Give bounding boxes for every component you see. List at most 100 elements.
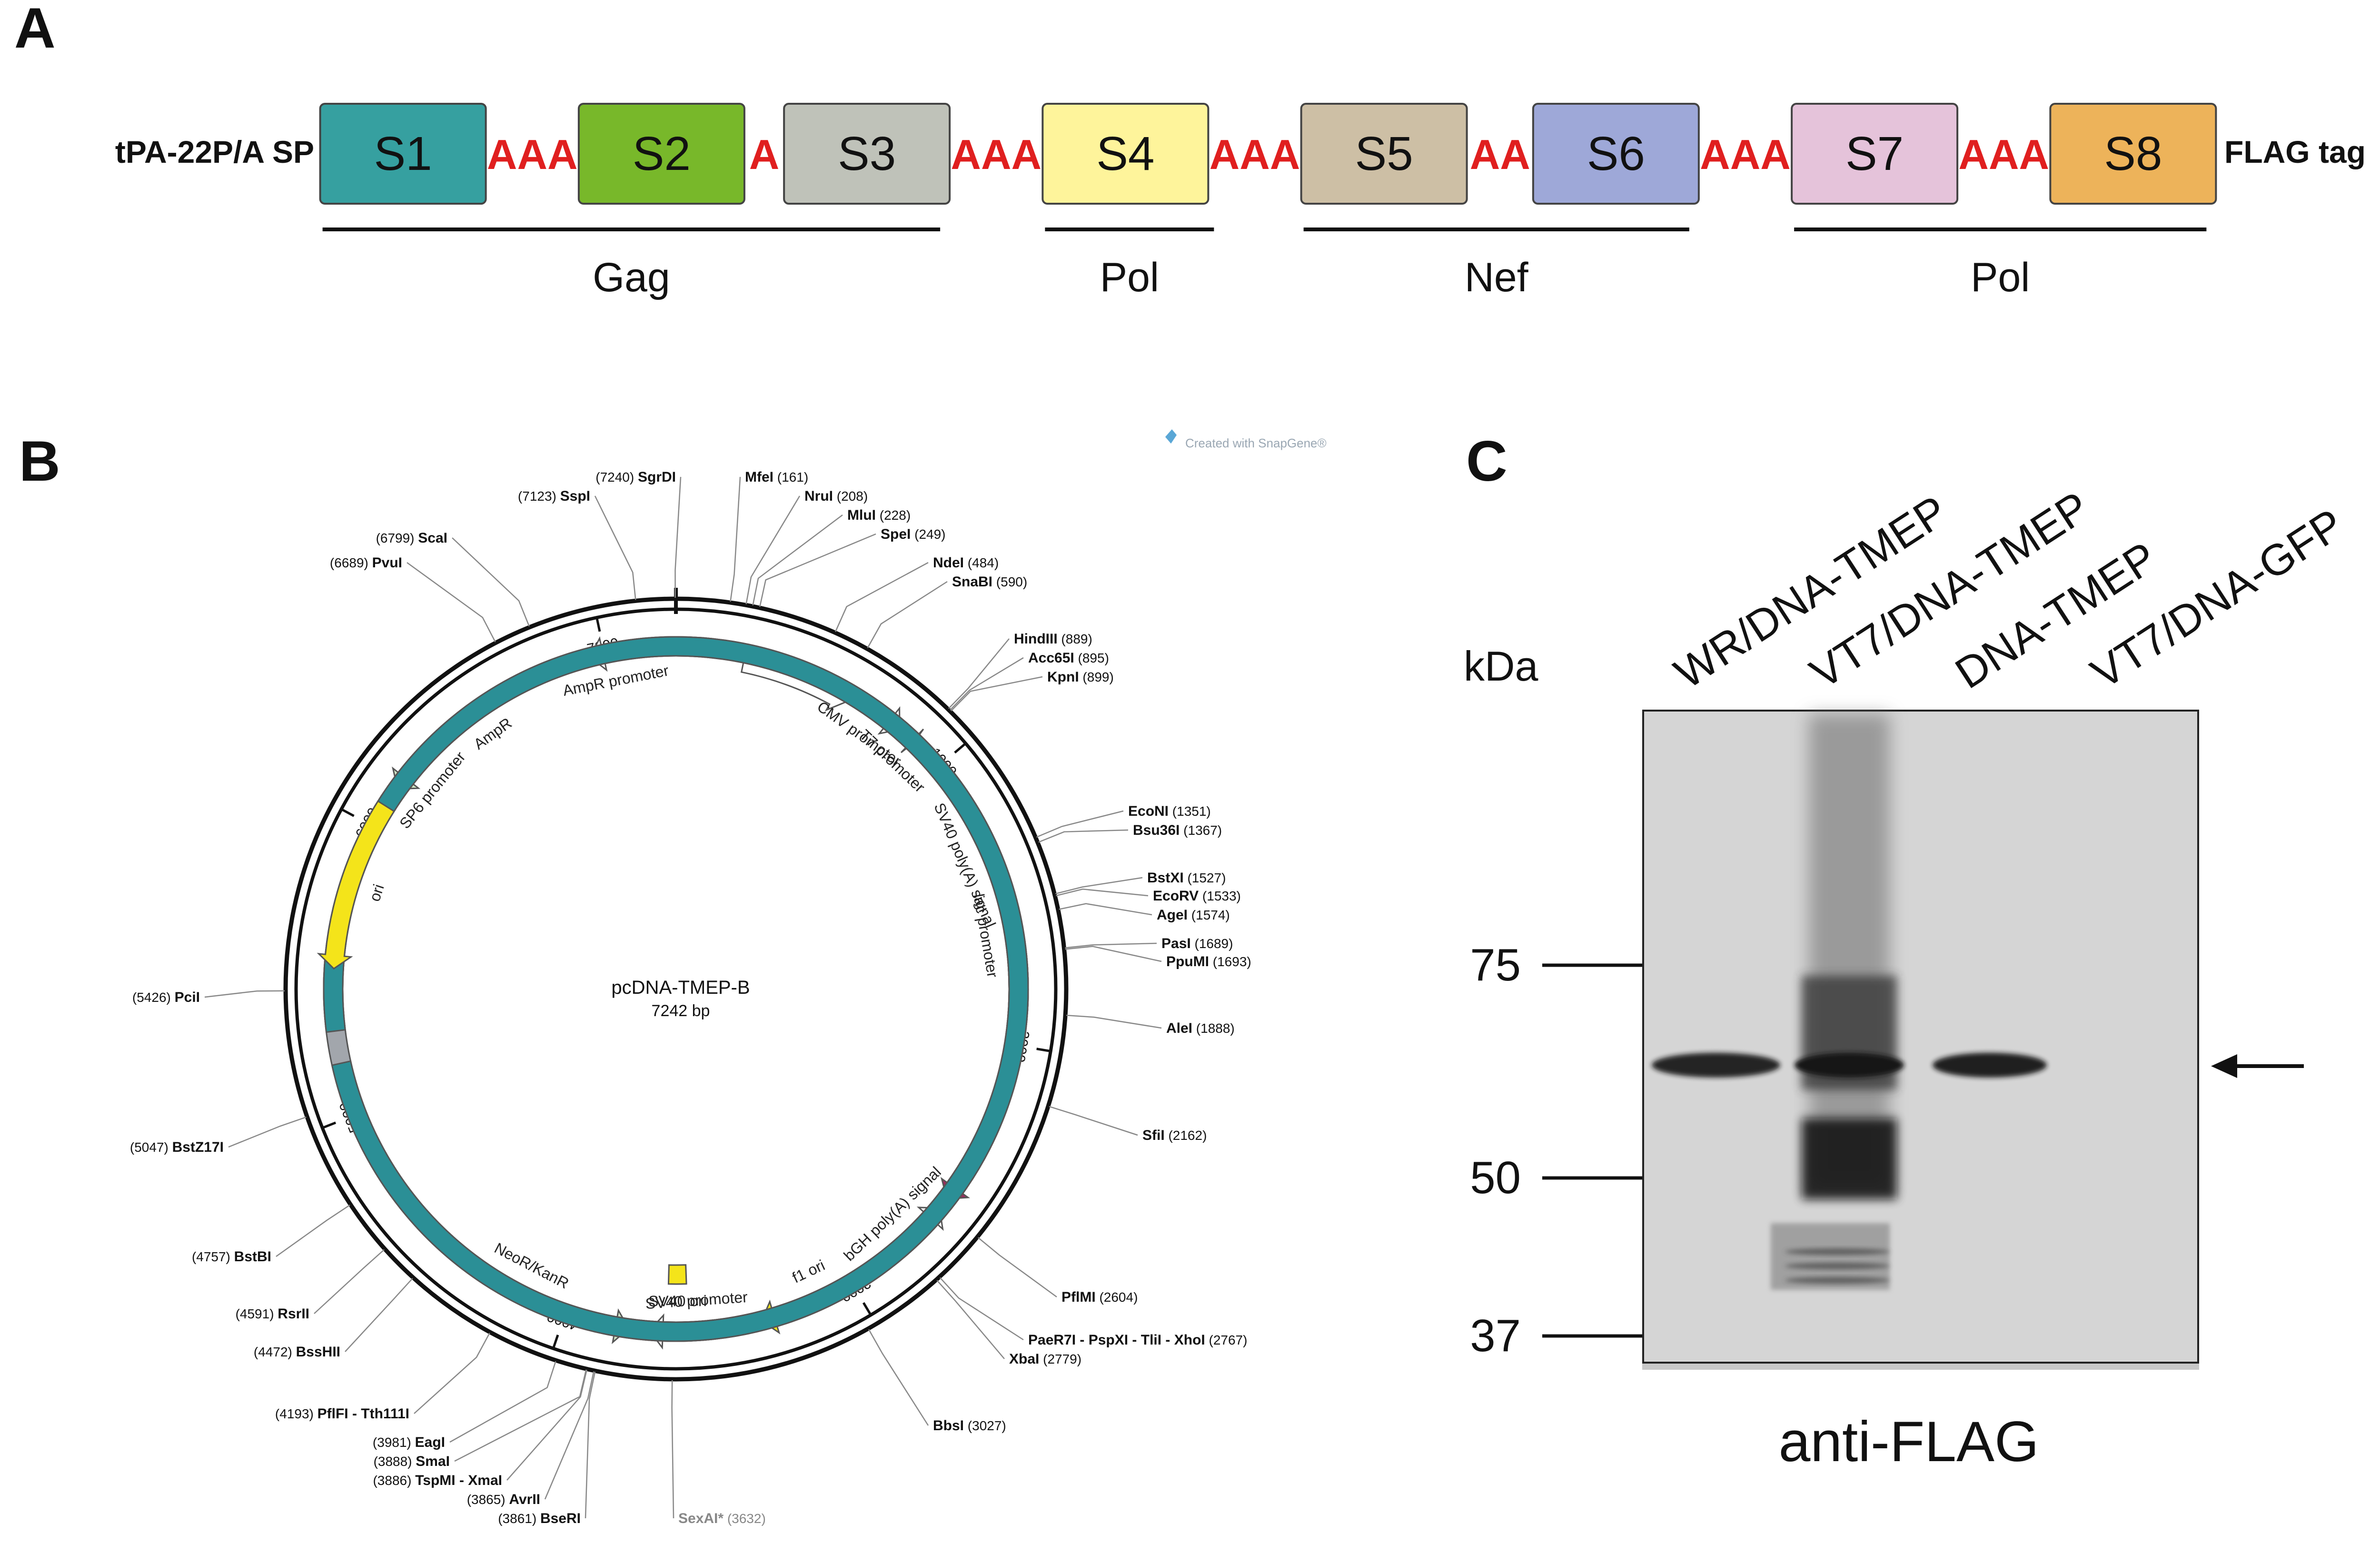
snapgene-watermark: Created with SnapGene®	[1185, 436, 1327, 450]
faint-band	[1785, 1248, 1890, 1255]
restriction-site-label: (3981) EagI	[373, 1434, 445, 1450]
site-leader	[1049, 1106, 1138, 1136]
site-leader	[1055, 888, 1149, 897]
restriction-site-label: MluI (228)	[847, 507, 911, 523]
tick-mark	[322, 1121, 337, 1129]
site-leader	[951, 676, 1043, 712]
restriction-site-label: (3865) AvrII	[467, 1492, 540, 1507]
faint-band	[1785, 1263, 1890, 1269]
restriction-site-label: PpuMI (1693)	[1166, 954, 1251, 969]
segment-box-s8	[2049, 103, 2217, 205]
site-leader	[936, 1280, 1005, 1359]
linker-label: AAA	[487, 131, 578, 178]
site-leader	[314, 1249, 385, 1314]
restriction-site-label: PasI (1689)	[1161, 936, 1233, 951]
site-leader	[1038, 829, 1129, 843]
arrow-head-icon	[2211, 1054, 2237, 1078]
blot-smear-low	[1802, 1118, 1897, 1199]
restriction-site-label: (5047) BstZ17I	[130, 1139, 224, 1155]
segment-box-s2	[577, 103, 745, 205]
restriction-site-label: Acc65I (895)	[1028, 650, 1109, 666]
restriction-site-label: BbsI (3027)	[933, 1418, 1006, 1434]
restriction-site-label: (4193) PflFI - Tth111I	[275, 1406, 409, 1422]
restriction-site-label: (3888) SmaI	[374, 1454, 450, 1469]
blot-smear-top	[1809, 714, 1890, 1190]
restriction-site-label: MfeI (161)	[745, 469, 808, 485]
blot-image	[1642, 710, 2199, 1370]
tick-mark	[1036, 1048, 1051, 1053]
site-leader	[204, 990, 285, 998]
feature-label: lac promoter	[970, 892, 1002, 979]
panel-b-label: B	[19, 429, 60, 493]
restriction-site-label: AgeI (1574)	[1157, 907, 1230, 923]
region-label: Gag	[593, 255, 670, 300]
site-leader	[1036, 810, 1124, 838]
region-label: Pol	[1971, 255, 2030, 300]
site-leader	[948, 638, 1010, 709]
site-leader	[1055, 877, 1143, 895]
site-leader	[449, 1361, 556, 1443]
panel-a-label: A	[14, 0, 56, 60]
plasmid-backbone	[283, 588, 1069, 1382]
panel-c-label: C	[1466, 429, 1507, 493]
antibody-label: anti-FLAG	[1779, 1410, 2039, 1474]
restriction-site-label: SpeI (249)	[881, 526, 946, 542]
snapgene-icon	[1165, 429, 1177, 444]
site-leader	[939, 1277, 1024, 1341]
restriction-site-label: EcoNI (1351)	[1128, 803, 1211, 819]
region-label: Pol	[1100, 255, 1159, 300]
segment-label-s5: S5	[1355, 127, 1413, 180]
restriction-site-label: NruI (208)	[804, 488, 868, 504]
segment-label-s2: S2	[633, 127, 691, 180]
restriction-site-label: SexAI* (3632)	[678, 1511, 766, 1526]
tick-mark	[862, 1302, 872, 1316]
marker-label: 50	[1470, 1152, 1521, 1203]
restriction-site-label: (4757) BstBI	[192, 1249, 271, 1265]
segment-box-s5	[1300, 103, 1468, 205]
target-band	[1652, 1052, 1780, 1078]
site-leader	[1059, 903, 1152, 916]
linker-label: AAA	[1210, 131, 1300, 178]
restriction-sites: (7240) SgrDI(7123) SspI(6799) ScaI(6689)…	[130, 469, 1251, 1526]
tick-mark	[340, 808, 355, 817]
faint-band	[1785, 1277, 1890, 1284]
site-leader	[752, 514, 843, 606]
flag-tag-label: FLAG tag	[2224, 134, 2366, 169]
segment-label-s6: S6	[1587, 127, 1645, 180]
linker-label: AA	[1470, 131, 1530, 178]
band-arrow	[2211, 1054, 2304, 1078]
restriction-site-label: (4591) RsrII	[236, 1306, 309, 1322]
feature-label: ori	[366, 882, 387, 903]
restriction-site-label: NdeI (484)	[933, 555, 999, 571]
restriction-site-label: PflMI (2604)	[1061, 1289, 1138, 1305]
restriction-site-label: HindIII (889)	[1014, 631, 1092, 647]
feature-ori	[317, 800, 395, 970]
site-leader	[834, 562, 929, 632]
restriction-site-label: EcoRV (1533)	[1153, 888, 1241, 904]
segment-box-s6	[1532, 103, 1700, 205]
linker-label: A	[749, 131, 780, 178]
site-leader	[977, 1237, 1057, 1298]
plasmid-name: pcDNA-TMEP-B	[611, 977, 750, 998]
segment-box-s3	[783, 103, 951, 205]
site-leader	[414, 1333, 490, 1414]
site-leader	[407, 562, 496, 643]
site-leader	[345, 1278, 413, 1352]
restriction-site-label: (3861) BseRI	[498, 1511, 581, 1526]
segment-label-s4: S4	[1096, 127, 1154, 180]
plasmid-size: 7242 bp	[652, 1002, 710, 1020]
site-leader	[454, 1369, 587, 1462]
restriction-site-label: BstXI (1527)	[1147, 870, 1226, 886]
restriction-site-label: KpnI (899)	[1047, 669, 1114, 685]
site-leader	[759, 533, 876, 607]
site-leader	[585, 1371, 596, 1519]
linker-label: AAA	[1700, 131, 1791, 178]
feature-lac-promoter	[323, 636, 1029, 1342]
marker-label: 37	[1470, 1310, 1521, 1361]
restriction-site-label: (3886) TspMI - XmaI	[373, 1473, 502, 1488]
segment-box-s7	[1791, 103, 1959, 205]
feature-sv40-ori	[667, 1264, 687, 1285]
